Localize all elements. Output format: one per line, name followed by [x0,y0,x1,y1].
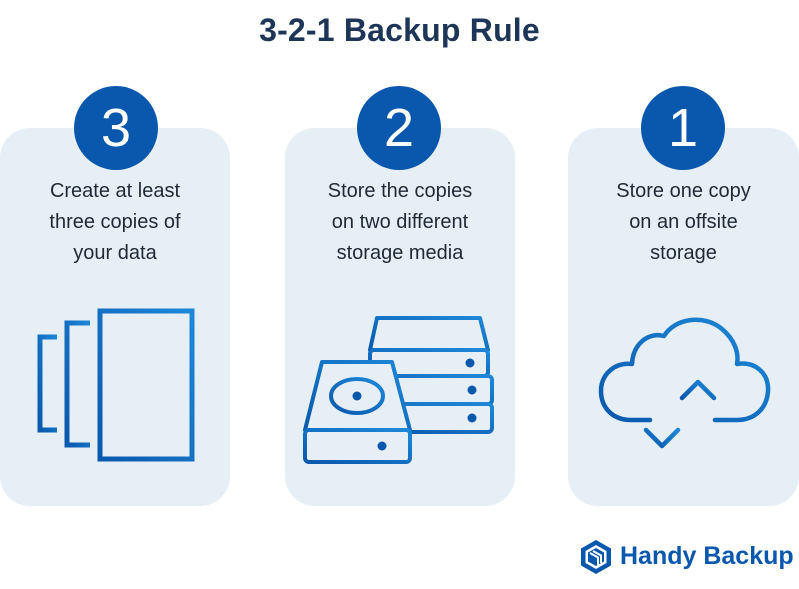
step-description-line: on two different [331,211,469,233]
step-description-line: three copies of [49,211,181,233]
cloud-sync-icon [595,312,775,462]
step-number-badge: 3 [74,86,158,170]
step-card-offsite [568,128,799,506]
step-description-line: storage media [336,242,464,264]
page-title: 3-2-1 Backup Rule [259,12,540,48]
step-description-line: on an offsite [629,211,738,233]
storage-media-icon [300,312,500,467]
step-description: Store one copy on an offsite storage [568,176,799,269]
brand-name: Handy Backup [620,542,794,570]
handy-backup-logo-icon [578,539,614,575]
step-description-line: Store one copy [616,180,751,202]
step-number-badge: 1 [641,86,725,170]
step-number-badge: 2 [357,86,441,170]
step-description: Create at least three copies of your dat… [0,176,230,269]
step-description-line: Create at least [49,180,181,202]
step-description-line: your data [73,242,157,264]
brand-logo: Handy Backup [578,539,794,575]
step-description: Store the copies on two different storag… [285,176,515,269]
step-description-line: storage [650,242,717,264]
copies-icon [30,305,200,465]
step-description-line: Store the copies [327,180,473,202]
